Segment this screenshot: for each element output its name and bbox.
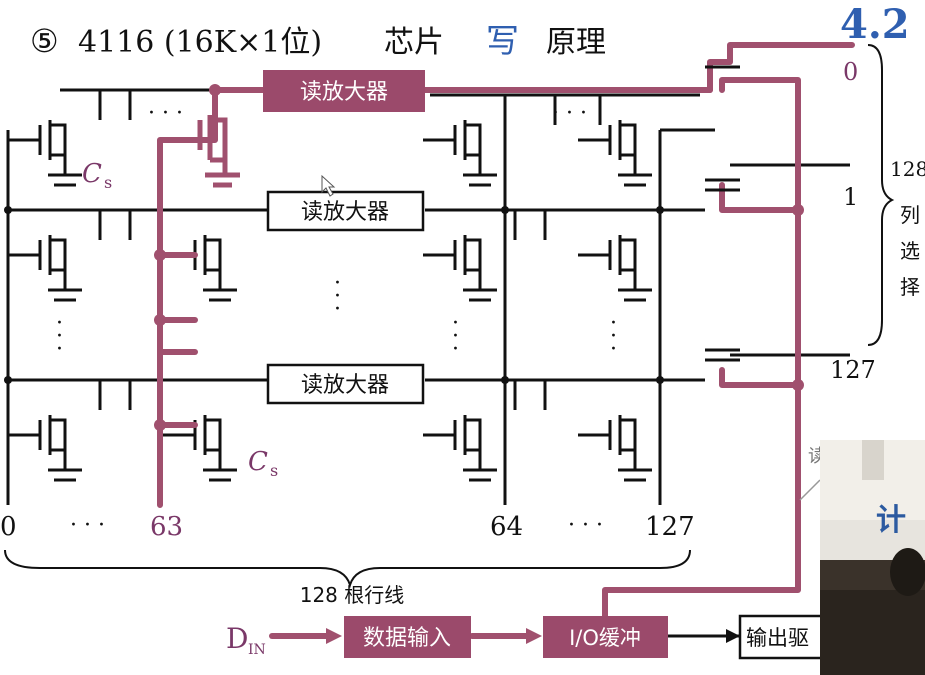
read-amp-1: 读放大器 — [266, 190, 425, 232]
svg-text:·: · — [334, 297, 341, 322]
title-circled-number: ⑤ — [30, 22, 59, 60]
section-badge: 4.2 — [840, 1, 910, 48]
col-select-char-1: 列 — [900, 203, 920, 227]
memory-cell — [8, 235, 82, 302]
col-select-1: 1 — [843, 183, 858, 211]
title-chip-word: 芯片 — [384, 25, 444, 60]
memory-cell — [8, 120, 82, 187]
memory-cell — [163, 415, 237, 482]
svg-text:IN: IN — [248, 642, 266, 658]
svg-text:·: · — [452, 324, 459, 349]
col-label-64: 64 — [490, 512, 523, 542]
cap-label-bottom: C s — [248, 447, 278, 480]
svg-text:· · ·: · · · — [70, 513, 105, 538]
svg-text:·: · — [452, 337, 459, 362]
output-arrow-head — [726, 629, 740, 643]
svg-text:输出驱: 输出驱 — [746, 626, 809, 650]
svg-text:C: C — [82, 159, 102, 189]
svg-text:· · ·: · · · — [568, 513, 603, 538]
read-amp-2: 读放大器 — [266, 363, 425, 405]
svg-text:·: · — [56, 311, 63, 336]
ellipses: · · · · · · · · · · · · ··· ··· ··· ··· — [56, 101, 617, 538]
svg-text:D: D — [226, 622, 248, 655]
read-amp-top-label: 读放大器 — [300, 80, 388, 105]
svg-text:数据输入: 数据输入 — [363, 626, 451, 651]
data-input-box: 数据输入 — [344, 616, 471, 658]
black-wiring — [6, 88, 850, 638]
col-select-127: 127 — [830, 356, 876, 384]
col-label-0: 0 — [0, 512, 17, 542]
read-amp-2-label: 读放大器 — [301, 373, 389, 398]
title-chip: 4116 (16K×1位) — [78, 25, 322, 60]
svg-text:· · ·: · · · — [552, 101, 587, 126]
row-lines-label: 128 根行线 — [300, 583, 405, 607]
memory-cell — [423, 415, 497, 482]
svg-text:·: · — [334, 284, 341, 309]
memory-cells — [8, 120, 652, 482]
memory-cell — [578, 415, 652, 482]
selected-cell-transistor — [197, 115, 240, 188]
memory-cell — [578, 235, 652, 302]
col-label-127: 127 — [645, 512, 695, 542]
video-banner-char: 计 — [876, 503, 906, 538]
svg-text:·: · — [334, 271, 341, 296]
col-select-char-2: 选 — [900, 239, 920, 263]
svg-text:C: C — [248, 447, 268, 477]
svg-text:·: · — [610, 324, 617, 349]
memory-cell — [8, 415, 82, 482]
svg-text:s: s — [270, 461, 278, 480]
svg-text:s: s — [104, 173, 112, 192]
col-select-brace — [867, 44, 895, 346]
pointer-line — [799, 479, 821, 501]
write-path-dots — [154, 84, 804, 644]
col-select-char-3: 择 — [900, 275, 920, 299]
memory-cell — [423, 120, 497, 187]
video-overlay: 计 — [820, 440, 925, 675]
din-label: D IN — [226, 622, 266, 658]
svg-text:·: · — [610, 337, 617, 362]
memory-cell — [163, 235, 237, 302]
title-verb: 写 — [486, 21, 519, 60]
memory-cell — [423, 235, 497, 302]
svg-text:I/O缓冲: I/O缓冲 — [569, 626, 641, 650]
svg-text:·: · — [610, 311, 617, 336]
svg-text:·: · — [56, 337, 63, 362]
col-select-0: 0 — [843, 58, 858, 86]
io-buffer-box: I/O缓冲 — [543, 616, 668, 658]
read-amp-top: 读放大器 — [263, 70, 425, 112]
memory-cell — [578, 120, 652, 187]
col-select-transistors — [705, 65, 740, 362]
read-amp-1-label: 读放大器 — [301, 200, 389, 225]
junction-dots — [4, 206, 664, 384]
svg-text:· · ·: · · · — [148, 101, 183, 126]
svg-text:·: · — [452, 311, 459, 336]
row-lines-brace — [4, 549, 691, 589]
col-label-63: 63 — [150, 512, 183, 542]
svg-text:·: · — [56, 324, 63, 349]
mouse-cursor-icon — [321, 174, 336, 197]
title-tail: 原理 — [546, 25, 606, 60]
cap-label-top: C s — [82, 159, 112, 192]
col-select-count: 128 — [890, 157, 925, 181]
